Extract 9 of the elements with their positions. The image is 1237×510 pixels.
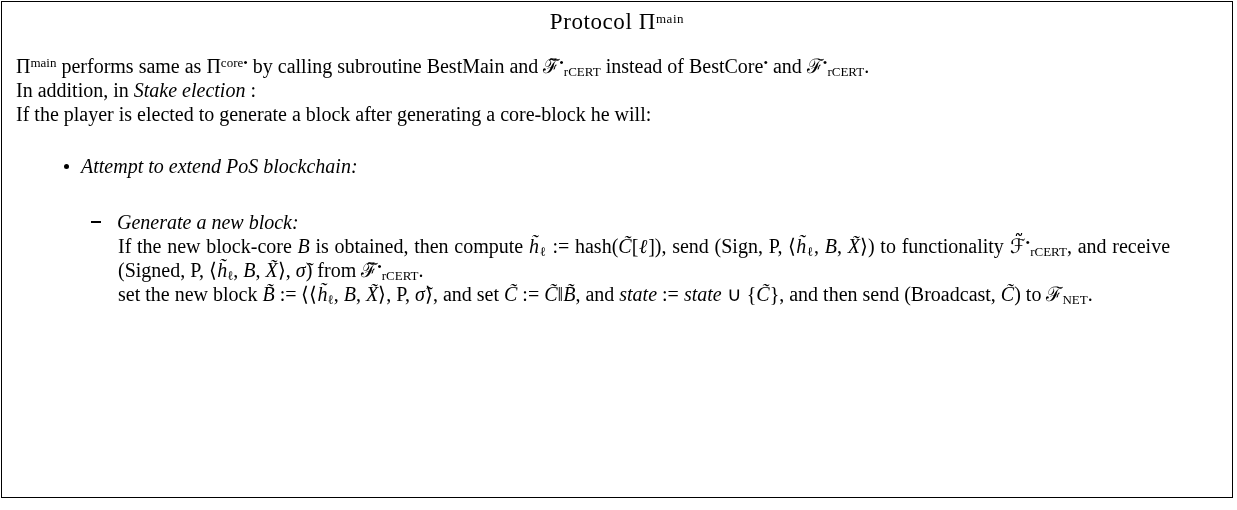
- body-text: In addition, in Stake election :: [16, 78, 257, 102]
- sub-list-item-text: Generate a new block:: [117, 210, 299, 234]
- body-paragraph: set the new block B̃ := ⟨⟨h̃$_{ℓ}$, B, X̃⟩, P, σ̃⟩, and set C̃ := C̃‖B̃, and state := state ∪ {C̃}, and then send (Broadcast, C̃) to ℱ$_{NET}$.: [118, 282, 1094, 306]
- box-title: Protocol Π$^{main}$: [549, 10, 685, 34]
- body-text: If the player is elected to generate a block after generating a core-block he will:: [16, 102, 653, 126]
- list-item-text: Attempt to extend PoS blockchain:: [81, 154, 358, 178]
- protocol-box: [1, 1, 1233, 498]
- body-text: Π$^{main}$ performs same as Π$^{core•}$ by calling subroutine BestMain and ℱ̃$^{•}$$_{rCERT}$ instead of BestCore$^{•}$ and ℱ$^{•}$$_{rCERT}$.: [16, 54, 871, 78]
- body-paragraph: If the new block-core B is obtained, then compute h̃$_{ℓ}$ := hash(C̃[ℓ]), send (Sign, P, ⟨h̃$_{ℓ}$, B, X̃⟩) to functionality ℱ̃$^{•}$$_{rCERT}$, and receive (Signed, P, ⟨h̃$_{ℓ}$, B, X̃⟩, σ̃) from ℱ̃$^{•}$$_{rCERT}$.: [118, 234, 1170, 282]
